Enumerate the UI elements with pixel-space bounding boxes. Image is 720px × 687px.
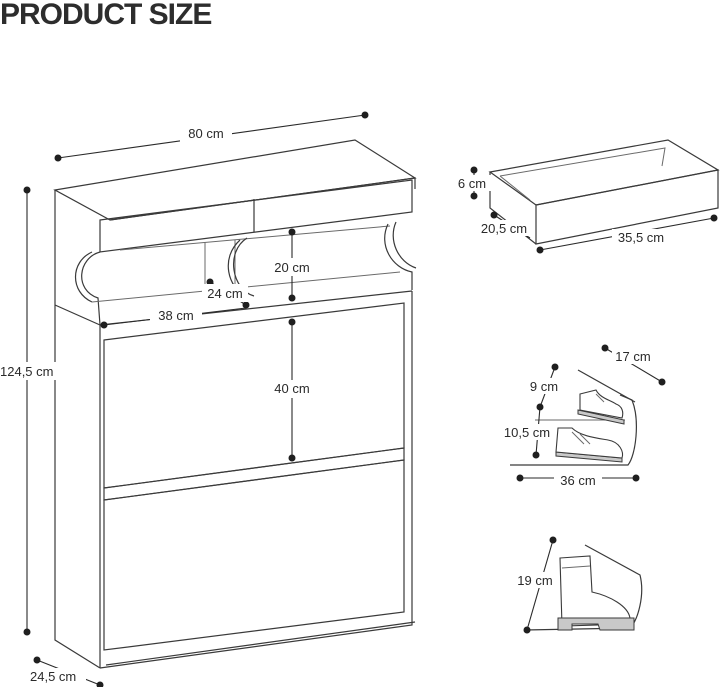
drawer-height-label: 6 cm bbox=[458, 176, 486, 191]
page-title: PRODUCT SIZE bbox=[0, 0, 212, 31]
tray-width-label: 36 cm bbox=[560, 473, 595, 488]
running-shoe-icon bbox=[555, 427, 624, 463]
shelf-width-label: 38 cm bbox=[158, 308, 193, 323]
boot-icon bbox=[557, 555, 635, 631]
width-label: 80 cm bbox=[188, 126, 223, 141]
shelf-height-label: 20 cm bbox=[274, 260, 309, 275]
shoe-cabinet bbox=[53, 139, 417, 669]
flap-height-label: 40 cm bbox=[274, 381, 309, 396]
upper-shoe-space-label: 9 cm bbox=[530, 379, 558, 394]
tray-angle-depth-label: 17 cm bbox=[615, 349, 650, 364]
boot-height-label: 19 cm bbox=[517, 573, 552, 588]
dimension-dots bbox=[23, 111, 718, 687]
shelf-depth-label: 24 cm bbox=[207, 286, 242, 301]
drawer-depth-label: 20,5 cm bbox=[481, 221, 527, 236]
boot-shelf-illustration bbox=[524, 544, 643, 631]
sneaker-icon bbox=[577, 389, 625, 425]
drawer-width-label: 35,5 cm bbox=[618, 230, 664, 245]
depth-label: 24,5 cm bbox=[30, 669, 76, 684]
height-label: 124,5 cm bbox=[0, 364, 53, 379]
lower-shoe-space-label: 10,5 cm bbox=[504, 425, 550, 440]
shoe-tray-illustration bbox=[510, 369, 637, 466]
